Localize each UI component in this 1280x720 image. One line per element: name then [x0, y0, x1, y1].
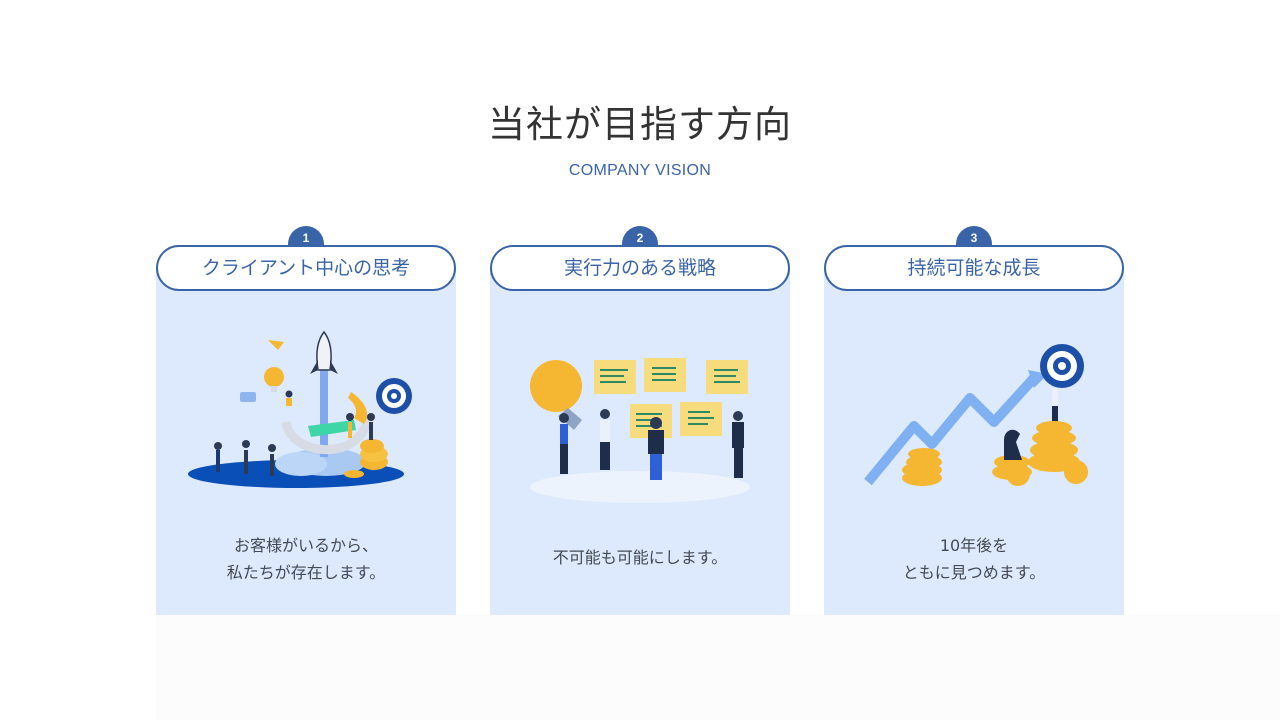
description-line-2: ともに見つめます。	[902, 563, 1046, 582]
card-description: 10年後を ともに見つめます。	[824, 532, 1124, 586]
card-title: 持続可能な成長	[824, 245, 1124, 291]
description-line-1: 10年後を	[939, 536, 1009, 555]
number-badge: 3	[956, 226, 992, 246]
card-title: 実行力のある戦略	[490, 245, 790, 291]
card-title: クライアント中心の思考	[156, 245, 456, 291]
card-background	[824, 268, 1124, 615]
vision-card-1: 1 クライアント中心の思考 お客様がいる	[156, 226, 456, 615]
growth-chart-coins-target-illustration	[864, 344, 1088, 486]
number-badge: 1	[288, 226, 324, 246]
rocket-launch-team-illustration	[188, 330, 412, 488]
card-description: 不可能も可能にします。	[490, 544, 790, 571]
description-line-1: 不可能も可能にします。	[552, 548, 728, 567]
number-badge: 2	[622, 226, 658, 246]
page-title: 当社が目指す方向	[488, 103, 792, 146]
bottom-background	[156, 615, 1280, 720]
description-line-1: お客様がいるから、	[233, 536, 378, 555]
vision-card-2: 2 実行力のある戦略 不可能も可能にしま	[490, 226, 790, 615]
card-description: お客様がいるから、 私たちが存在します。	[156, 532, 456, 586]
vision-card-3: 3 持続可能な成長 10年後を ともに見つめます。	[824, 226, 1124, 615]
idea-planning-team-illustration	[530, 358, 750, 503]
page-subtitle: COMPANY VISION	[568, 162, 712, 179]
description-line-2: 私たちが存在します。	[226, 563, 386, 582]
